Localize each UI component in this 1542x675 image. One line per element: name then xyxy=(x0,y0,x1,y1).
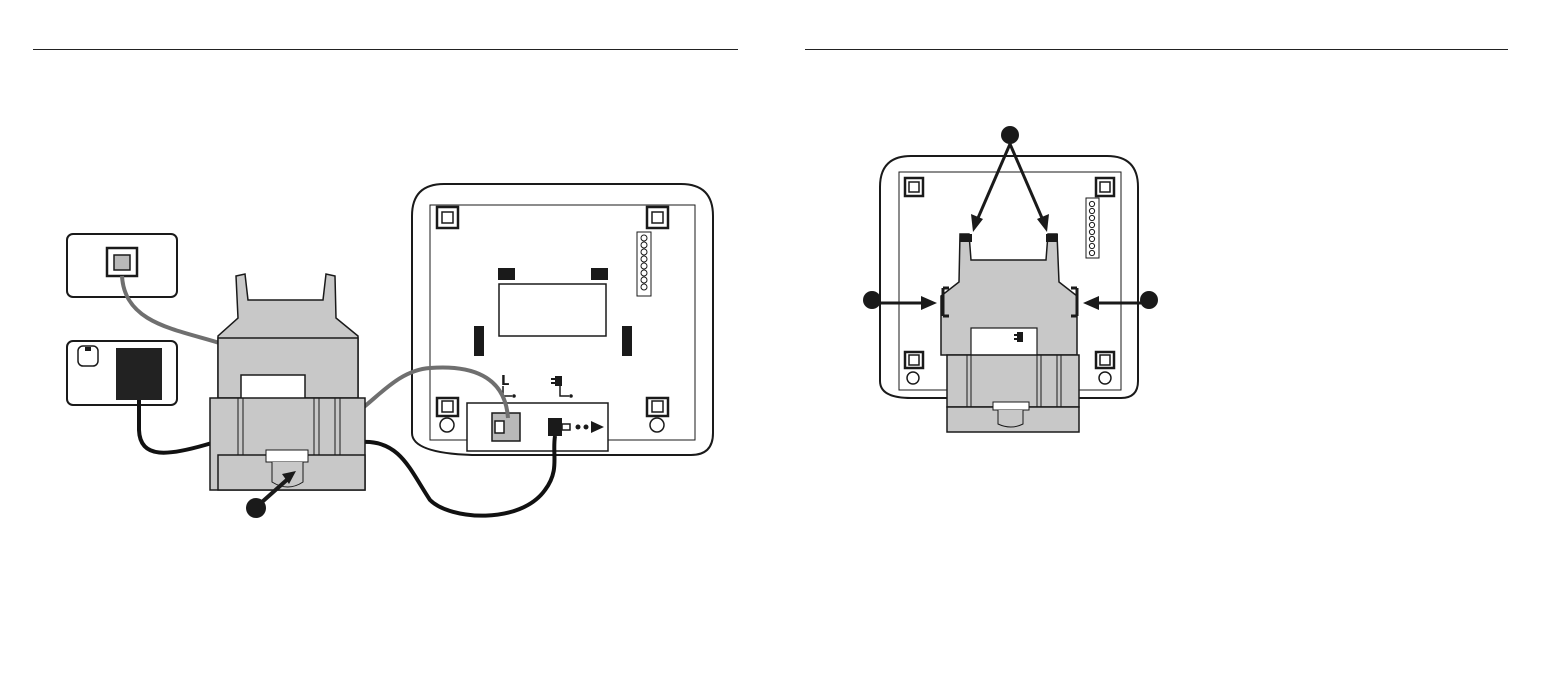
left-installation-figure: L xyxy=(0,0,771,675)
callout-dot-right xyxy=(1140,291,1158,309)
wall-mount-bracket xyxy=(210,274,365,490)
callout-dot xyxy=(246,498,266,518)
telephone-base-underside: L xyxy=(412,184,713,455)
right-installation-figure xyxy=(771,0,1542,675)
wall-mount-bracket-attached xyxy=(941,234,1079,432)
right-page xyxy=(771,0,1542,675)
callout-dot-top xyxy=(1001,126,1019,144)
callout-dot-left xyxy=(863,291,881,309)
power-adapter-icon xyxy=(116,348,162,400)
power-outlet xyxy=(67,341,177,405)
left-page: L xyxy=(0,0,771,675)
line-symbol-label: L xyxy=(501,374,509,389)
